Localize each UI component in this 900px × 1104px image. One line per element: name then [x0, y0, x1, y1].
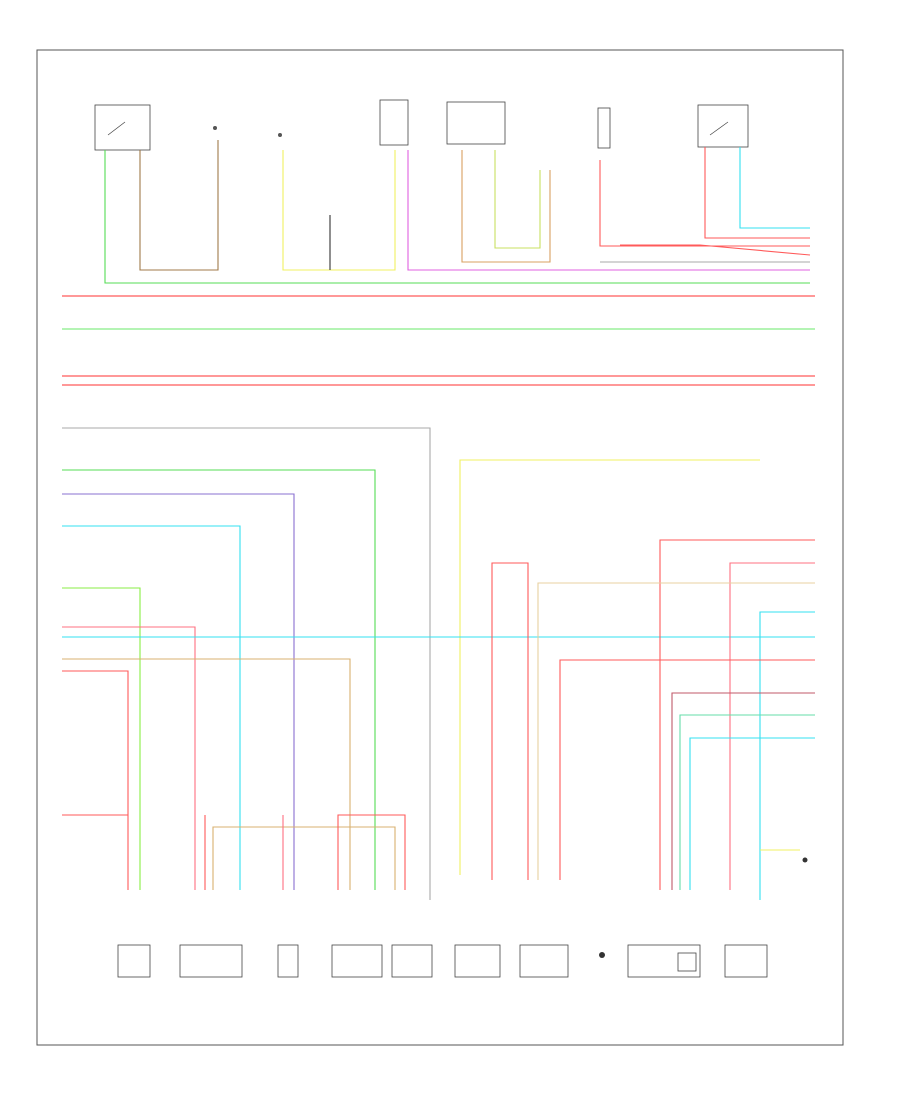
wire-brown-right: [671, 692, 815, 890]
wire-pink-left: [62, 626, 196, 890]
bottom-component-8: [599, 952, 605, 958]
top-component-4: [379, 99, 409, 146]
top-component-7: [697, 104, 749, 148]
top-wires: [104, 140, 811, 284]
wire-red-dip: [491, 562, 529, 880]
wire-tan-left: [62, 658, 351, 890]
top-component-6: [597, 107, 611, 149]
wire-top-yellow: [282, 150, 396, 271]
bottom-component-9: [627, 944, 701, 978]
wire-red-junction: [337, 814, 406, 890]
wire-lgreen-right: [679, 714, 815, 890]
lower-wires: [62, 427, 815, 900]
wire-red-left: [62, 670, 129, 890]
wire-tan-junction: [212, 826, 396, 890]
wire-lgreen-left: [62, 587, 141, 890]
wire-cyan-left: [62, 525, 241, 890]
bottom-component-3: [277, 944, 299, 978]
top-component-5: [446, 101, 506, 145]
bottom-components: [117, 857, 808, 978]
wire-top-green: [104, 150, 810, 284]
wire-cyan-right-2: [689, 737, 815, 890]
wire-top-red-c: [620, 244, 811, 256]
wire-pink-right-2: [729, 562, 815, 890]
bottom-component-10: [724, 944, 768, 978]
bus-wires: [62, 295, 815, 386]
wire-top-red-a: [599, 160, 810, 247]
bottom-component-1: [117, 944, 151, 978]
wire-top-magenta: [407, 150, 810, 271]
bottom-component-5: [391, 944, 433, 978]
wire-gray-long: [62, 427, 431, 900]
wire-violet: [62, 493, 295, 890]
top-component-2: [213, 126, 217, 130]
top-component-3: [278, 133, 282, 137]
wire-cyan-right: [759, 611, 815, 900]
wire-yellow-right: [459, 459, 760, 875]
wire-top-cyan: [739, 147, 810, 229]
bottom-component-6: [454, 944, 501, 978]
wire-green-left: [62, 469, 376, 890]
diagram-frame: [36, 49, 844, 1046]
bottom-component-7: [519, 944, 569, 978]
wire-red-right-1: [659, 539, 815, 890]
top-component-1: [94, 104, 151, 151]
wire-top-brown: [139, 140, 219, 271]
wire-red-right-3: [559, 659, 815, 880]
wire-top-tan: [461, 150, 551, 263]
wire-tan-right: [537, 582, 815, 880]
bottom-component-2: [179, 944, 243, 978]
ground-symbol: [802, 857, 808, 863]
bottom-component-4: [331, 944, 383, 978]
wire-top-red-b: [704, 147, 810, 239]
wire-top-lgreen: [494, 150, 541, 249]
